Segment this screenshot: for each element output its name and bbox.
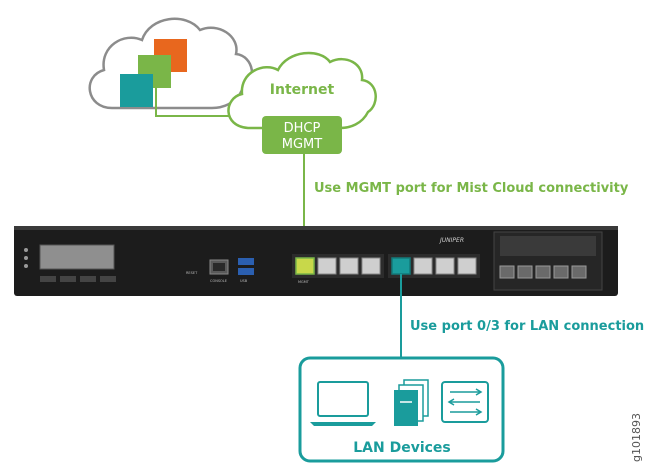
console-label: CONSOLE (210, 279, 227, 283)
sfp-port (571, 265, 587, 279)
mgmt-annotation: Use MGMT port for Mist Cloud connectivit… (314, 181, 629, 196)
lan-port-0-3 (391, 257, 411, 275)
figure-id: g101893 (630, 413, 643, 462)
lan-annotation: Use port 0/3 for LAN connection (410, 319, 644, 334)
dhcp-mgmt-box (262, 116, 342, 154)
expansion-vent (500, 236, 596, 256)
device-top-edge (14, 226, 618, 230)
internet-label: Internet (270, 82, 335, 98)
reset-label: RESET (186, 271, 198, 275)
lan-devices-label: LAN Devices (353, 440, 451, 456)
laptop-icon (310, 381, 376, 426)
ethernet-port (435, 257, 455, 275)
mist-logo-teal-square (120, 74, 153, 107)
ethernet-port (339, 257, 359, 275)
ethernet-port (317, 257, 337, 275)
sfp-port (553, 265, 569, 279)
lcd-screen (39, 244, 115, 270)
sfp-port (499, 265, 515, 279)
mgmt-port (295, 257, 315, 275)
sfp-port (535, 265, 551, 279)
switch-icon (441, 381, 489, 423)
dhcp-label: DHCP (284, 121, 321, 136)
srx-device: RESET CONSOLE USB MGMT JUNIPER (14, 226, 618, 296)
front-button (40, 276, 56, 282)
front-button (60, 276, 76, 282)
usb-port (238, 268, 254, 275)
sfp-port (517, 265, 533, 279)
usb-port (238, 258, 254, 265)
mgmt-label: MGMT (282, 137, 323, 152)
mgmt-port-label: MGMT (298, 280, 310, 284)
status-led (24, 264, 28, 268)
front-button (80, 276, 96, 282)
server-stack-icon (394, 379, 429, 426)
usb-label: USB (240, 279, 248, 283)
front-button (100, 276, 116, 282)
ethernet-port (457, 257, 477, 275)
status-led (24, 248, 28, 252)
status-led (24, 256, 28, 260)
mist-to-dhcp-line (155, 88, 262, 117)
console-port-inner (213, 263, 225, 271)
ethernet-port (361, 257, 381, 275)
ethernet-port (413, 257, 433, 275)
internet-cloud-outline (227, 51, 377, 130)
brand-logo: JUNIPER (439, 237, 464, 244)
